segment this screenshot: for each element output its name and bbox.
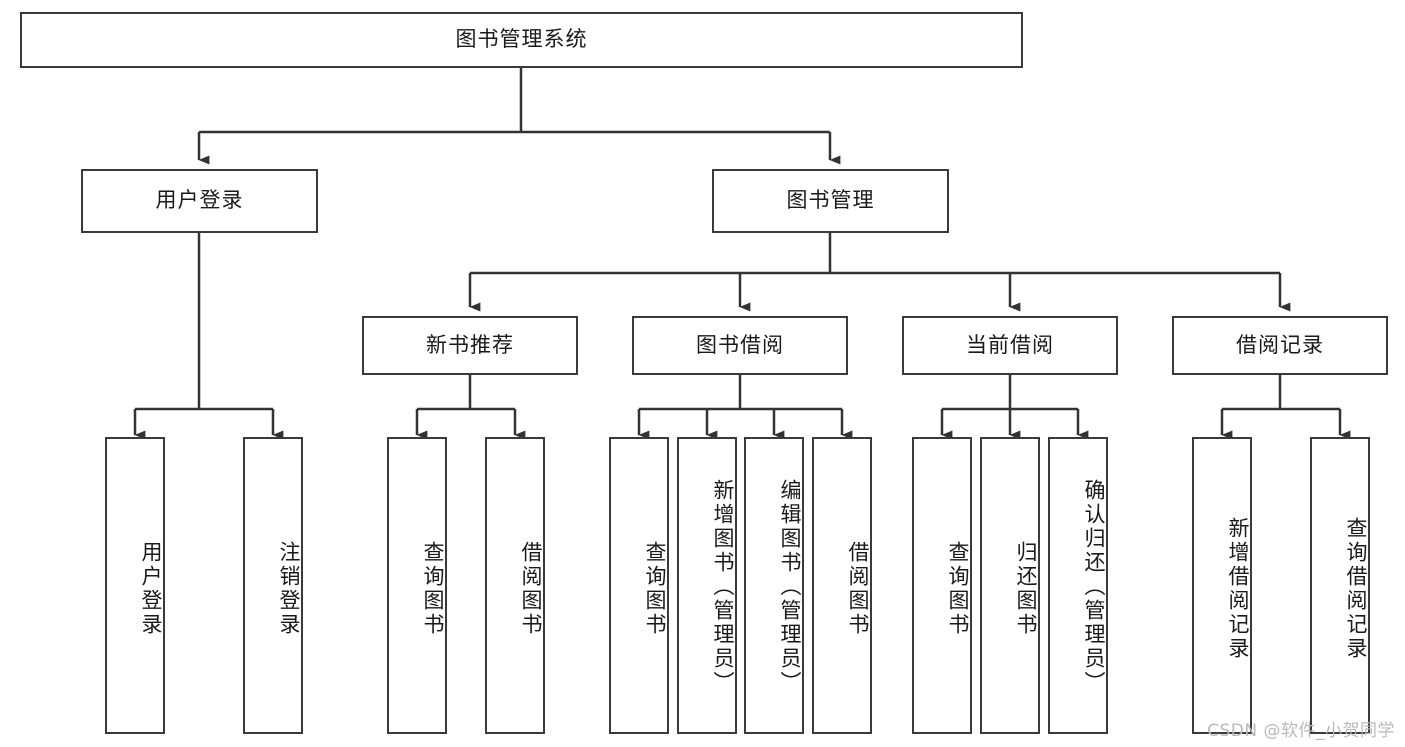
node-label: 用户登录: [155, 188, 244, 213]
leaf-borrow-book-borrow[interactable]: 借阅图书: [812, 437, 872, 734]
leaf-edit-book-admin[interactable]: 编辑图书（管理员）: [744, 437, 804, 734]
node-label: 借阅记录: [1236, 332, 1324, 357]
node-label: 查询图书: [643, 540, 667, 637]
leaf-query-book-borrow[interactable]: 查询图书: [609, 437, 669, 734]
leaf-return-book[interactable]: 归还图书: [980, 437, 1040, 734]
node-label: 注销登录: [277, 540, 301, 637]
node-book-borrow[interactable]: 图书借阅: [632, 316, 848, 375]
node-label: 用户登录: [139, 540, 163, 637]
leaf-borrow-book-new-recommend[interactable]: 借阅图书: [485, 437, 545, 734]
node-label: 查询图书: [946, 540, 970, 637]
node-label: 借阅图书: [846, 540, 870, 637]
node-label: 图书管理: [786, 188, 875, 213]
node-label: 确认归还（管理员）: [1082, 478, 1106, 695]
node-label: 查询借阅记录: [1344, 516, 1368, 661]
node-label: 新增借阅记录: [1226, 516, 1250, 661]
node-label: 当前借阅: [966, 332, 1054, 357]
node-label: 新书推荐: [426, 332, 514, 357]
node-label: 借阅图书: [519, 540, 543, 637]
node-label: 查询图书: [421, 540, 445, 637]
leaf-add-book-admin[interactable]: 新增图书（管理员）: [677, 437, 737, 734]
node-label: 新增图书（管理员）: [711, 478, 735, 695]
node-label: 图书借阅: [696, 332, 784, 357]
connector-lines: [133, 68, 1351, 440]
leaf-user-login[interactable]: 用户登录: [105, 437, 165, 734]
leaf-confirm-return-admin[interactable]: 确认归还（管理员）: [1048, 437, 1108, 734]
node-new-book-recommend[interactable]: 新书推荐: [362, 316, 578, 375]
node-user-login[interactable]: 用户登录: [81, 169, 318, 233]
leaf-query-borrow-record[interactable]: 查询借阅记录: [1310, 437, 1370, 734]
node-label: 编辑图书（管理员）: [778, 478, 802, 695]
leaf-query-book-new-recommend[interactable]: 查询图书: [387, 437, 447, 734]
leaf-add-borrow-record[interactable]: 新增借阅记录: [1192, 437, 1252, 734]
node-root-book-management-system[interactable]: 图书管理系统: [20, 12, 1023, 68]
node-current-borrow[interactable]: 当前借阅: [902, 316, 1118, 375]
node-label: 归还图书: [1014, 540, 1038, 637]
node-borrow-record[interactable]: 借阅记录: [1172, 316, 1388, 375]
node-label: 图书管理系统: [455, 27, 588, 52]
leaf-logout-login[interactable]: 注销登录: [243, 437, 303, 734]
node-book-management[interactable]: 图书管理: [712, 169, 949, 233]
leaf-query-book-current[interactable]: 查询图书: [912, 437, 972, 734]
